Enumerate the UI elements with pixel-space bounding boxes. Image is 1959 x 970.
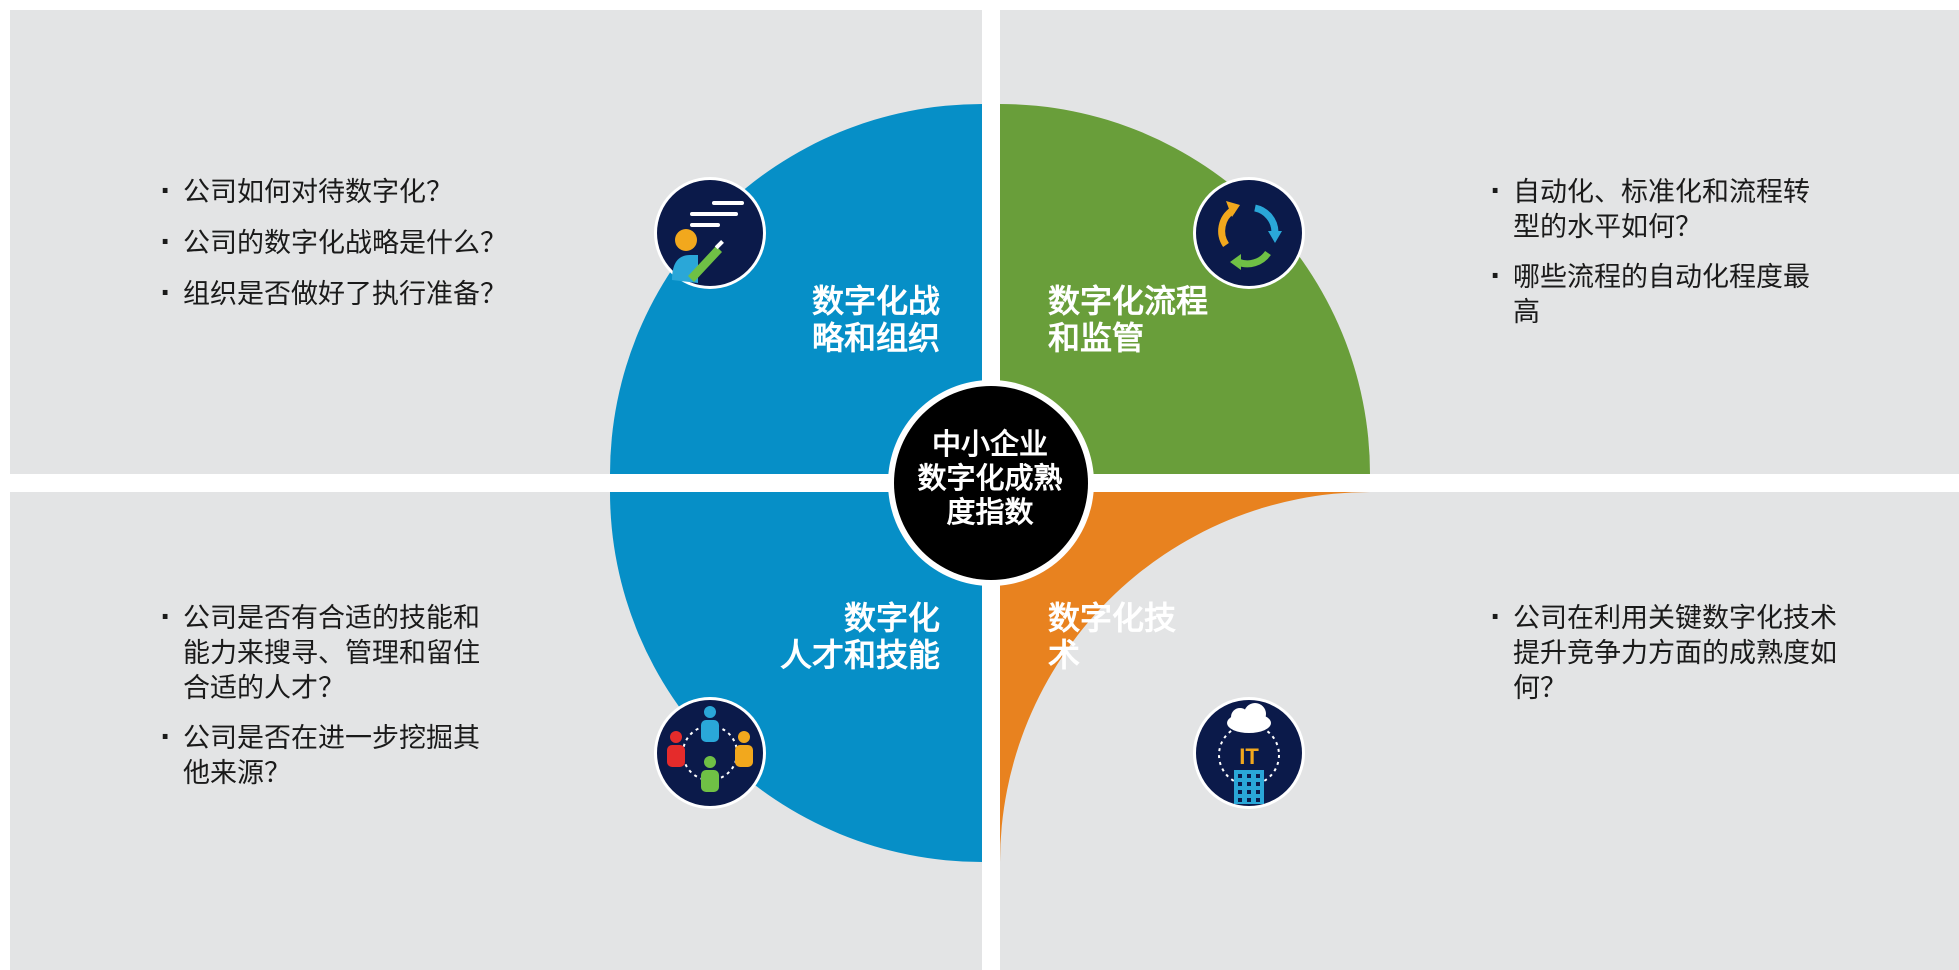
quadrant-process-sector xyxy=(1000,104,1370,474)
panel-bottom-right xyxy=(1000,492,1959,970)
list-item: 自动化、标准化和流程转型的水平如何？ xyxy=(1490,174,1810,245)
quadrant-talent-sector xyxy=(610,492,982,862)
quadrant-talent-label: 数字化 人才和技能 xyxy=(740,600,940,674)
list-item: 组织是否做好了执行准备？ xyxy=(160,276,507,312)
quadrant-talent-label-line1: 数字化 xyxy=(843,599,940,637)
list-item: 公司的数字化战略是什么？ xyxy=(160,225,507,261)
quadrant-talent-label-line2: 人才和技能 xyxy=(779,636,940,674)
quadrant-process-label-line2: 和监管 xyxy=(1048,319,1145,357)
quadrant-technology-label-line2: 术 xyxy=(1048,636,1081,674)
center-title-line3: 度指数 xyxy=(946,495,1034,529)
it-icon-text: IT xyxy=(1239,744,1259,769)
quadrant-strategy-label: 数字化战 略和组织 xyxy=(780,283,940,357)
list-item: 公司是否有合适的技能和能力来搜寻、管理和留住合适的人才？ xyxy=(160,600,480,706)
people-network-icon xyxy=(654,697,766,809)
list-item: 公司在利用关键数字化技术提升竞争力方面的成熟度如何？ xyxy=(1490,600,1840,706)
process-questions-list: 自动化、标准化和流程转型的水平如何？ 哪些流程的自动化程度最高 xyxy=(1490,174,1810,345)
quadrant-technology-label-line1: 数字化技 xyxy=(1048,599,1177,637)
technology-questions-list: 公司在利用关键数字化技术提升竞争力方面的成熟度如何？ xyxy=(1490,600,1840,721)
process-cycle-arrows-icon xyxy=(1193,177,1305,289)
quadrant-strategy-label-line2: 略和组织 xyxy=(811,319,940,357)
it-cloud-building-icon: IT xyxy=(1193,697,1305,809)
list-item: 公司如何对待数字化？ xyxy=(160,174,507,210)
quadrant-strategy-sector xyxy=(610,104,982,474)
talent-questions-list: 公司是否有合适的技能和能力来搜寻、管理和留住合适的人才？ 公司是否在进一步挖掘其… xyxy=(160,600,480,806)
center-circle-fill xyxy=(894,386,1088,580)
list-item: 哪些流程的自动化程度最高 xyxy=(1490,259,1810,330)
quadrant-process-label: 数字化流程 和监管 xyxy=(1048,283,1228,357)
center-title: 中小企业 数字化成熟 度指数 xyxy=(905,427,1075,529)
strategy-questions-list: 公司如何对待数字化？ 公司的数字化战略是什么？ 组织是否做好了执行准备？ xyxy=(160,174,507,328)
quadrant-process-label-line1: 数字化流程 xyxy=(1048,282,1209,320)
quadrant-strategy-label-line1: 数字化战 xyxy=(811,282,940,320)
quadrant-technology-label: 数字化技 术 xyxy=(1048,600,1198,674)
center-title-line2: 数字化成熟 xyxy=(917,461,1063,495)
center-title-line1: 中小企业 xyxy=(931,427,1048,461)
list-item: 公司是否在进一步挖掘其他来源？ xyxy=(160,720,480,791)
strategy-person-document-icon xyxy=(654,177,766,289)
quadrant-technology-sector xyxy=(1000,492,1370,862)
